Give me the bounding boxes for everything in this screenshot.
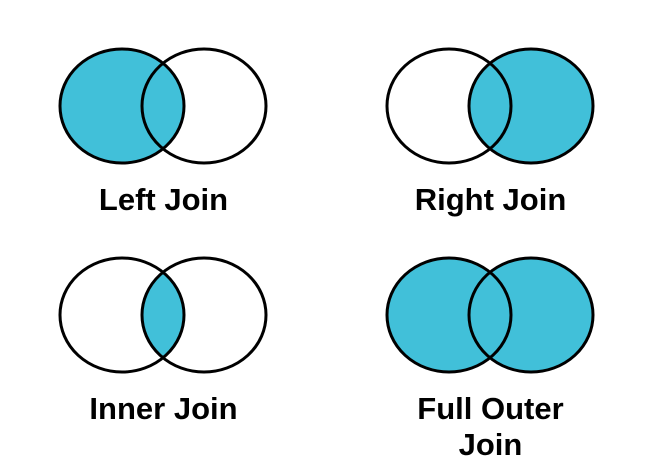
- venn-inner-join: [58, 256, 267, 374]
- right-circle-outline: [467, 47, 594, 165]
- intersection-fill: [468, 258, 511, 373]
- join-diagram-right-join: Right Join: [327, 46, 654, 229]
- join-label-inner-join: Inner Join: [89, 391, 238, 427]
- intersection-fill: [468, 49, 511, 163]
- join-label-right-join: Right Join: [414, 182, 567, 217]
- left-circle-outline: [385, 47, 512, 165]
- intersection-fill: [141, 49, 184, 163]
- join-diagram-inner-join: Inner Join: [0, 255, 327, 474]
- right-circle-outline: [467, 256, 594, 374]
- join-diagram-full-outer-join: Full Outer Join: [327, 255, 654, 474]
- left-circle-outline: [58, 47, 185, 165]
- left-circle-outline: [385, 256, 512, 374]
- venn-full-outer-join: [385, 256, 594, 374]
- right-circle-outline: [140, 47, 267, 165]
- join-label-full-outer-join: Full Outer Join: [417, 391, 564, 462]
- left-circle-outline: [58, 256, 185, 374]
- venn-right-join: [385, 47, 594, 165]
- right-circle-outline: [140, 256, 267, 374]
- venn-left-join: [58, 47, 267, 165]
- join-diagram-left-join: Left Join: [0, 46, 327, 229]
- intersection-fill: [141, 258, 184, 373]
- join-label-left-join: Left Join: [98, 182, 229, 217]
